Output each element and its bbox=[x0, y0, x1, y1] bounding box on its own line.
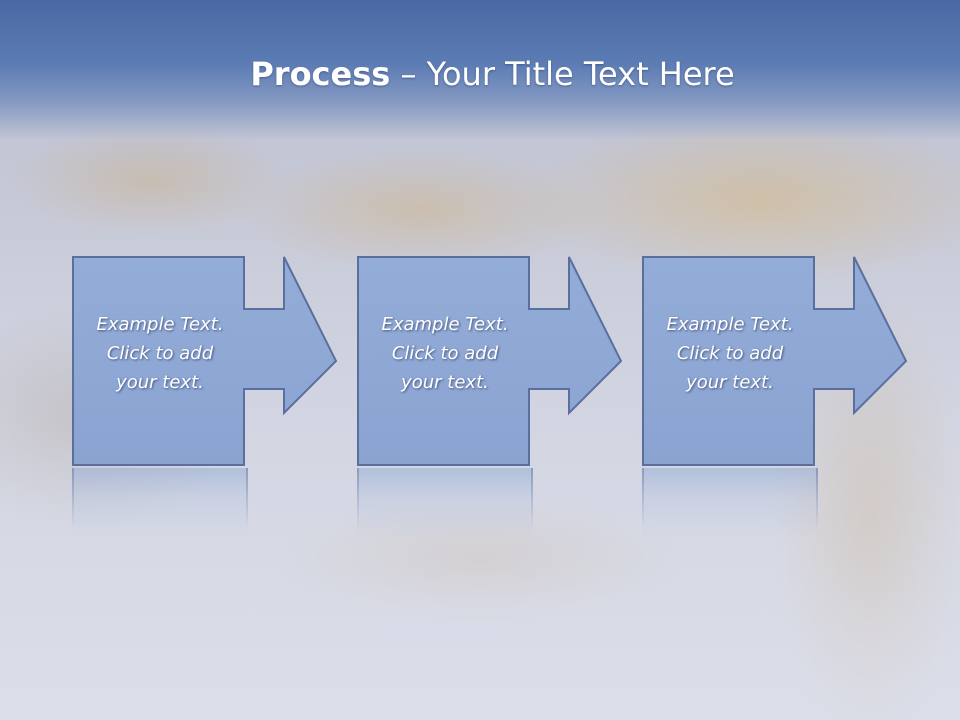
title-rest-part: – Your Title Text Here bbox=[390, 55, 735, 93]
step-2-text[interactable]: Example Text. Click to add your text. bbox=[381, 314, 509, 393]
process-step-2[interactable]: Example Text. Click to add your text. bbox=[357, 256, 627, 468]
process-step-1[interactable]: Example Text. Click to add your text. bbox=[72, 256, 342, 468]
step-2-reflection bbox=[357, 468, 533, 538]
step-1-text[interactable]: Example Text. Click to add your text. bbox=[96, 314, 224, 393]
step-3-text[interactable]: Example Text. Click to add your text. bbox=[666, 314, 794, 393]
step-2-arrow-shape bbox=[357, 256, 623, 466]
process-step-3[interactable]: Example Text. Click to add your text. bbox=[642, 256, 912, 468]
step-1-arrow-shape bbox=[72, 256, 338, 466]
title-bold-part: Process bbox=[250, 55, 391, 93]
slide-title[interactable]: Process – Your Title Text Here bbox=[0, 52, 960, 96]
step-3-arrow-shape bbox=[642, 256, 908, 466]
step-1-reflection bbox=[72, 468, 248, 538]
step-3-reflection bbox=[642, 468, 818, 538]
